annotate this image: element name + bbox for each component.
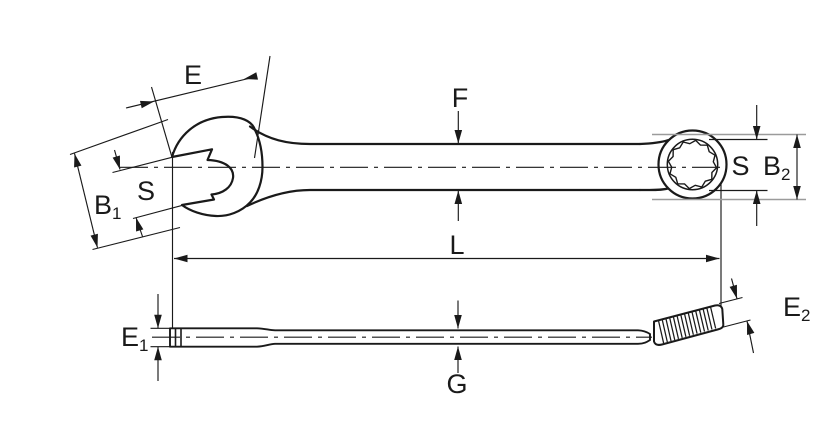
ring-neck-bottom: [638, 187, 670, 192]
arrowhead: [139, 100, 154, 109]
label-L: L: [449, 230, 464, 260]
ring-inner-circle: [666, 138, 719, 191]
knurl-line: [661, 319, 668, 343]
arrowhead: [174, 254, 188, 263]
ring-neck-top: [638, 139, 670, 146]
ring-12-point-profile: [667, 139, 718, 190]
arrowhead: [747, 321, 755, 336]
dim-B1-line: [73, 153, 99, 248]
knurl-line: [684, 314, 691, 336]
dim-S-open-extension-bottom: [132, 204, 183, 220]
dimension-labels: E F S B1 L S B2 E1 E2 G: [94, 60, 810, 399]
label-S-ring-end: S: [731, 151, 749, 181]
arrowhead: [706, 254, 720, 263]
label-B1: B1: [94, 190, 121, 223]
arrowhead: [136, 217, 144, 232]
arrowhead: [244, 72, 259, 80]
dim-E2-extension-top: [718, 296, 743, 305]
arrowhead: [454, 346, 462, 360]
dimension-arrowheads: [74, 72, 801, 361]
knurl-hatching: [657, 307, 717, 344]
dim-B1-extension-top: [69, 118, 169, 156]
label-E: E: [184, 60, 202, 90]
label-E2: E2: [783, 292, 810, 325]
arrowhead: [454, 190, 463, 204]
knurl-line: [669, 318, 676, 341]
arrowhead: [752, 126, 761, 140]
top-view: [120, 115, 728, 218]
arrowhead: [90, 233, 98, 248]
knurl-line: [676, 316, 683, 338]
knurl-line: [710, 307, 717, 329]
label-G: G: [446, 369, 467, 399]
arrowhead: [793, 186, 801, 200]
knurl-line: [680, 315, 687, 337]
knurl-line: [687, 313, 694, 335]
ring-outer-circle: [657, 129, 728, 200]
shaft-top-edge: [248, 125, 642, 146]
arrowhead: [793, 134, 801, 148]
dim-B1-extension-bottom: [92, 226, 181, 251]
bottom-view: [152, 304, 725, 348]
label-S-open-end: S: [137, 176, 155, 206]
knurl-line: [691, 312, 698, 334]
label-E1: E1: [121, 322, 148, 355]
label-B2: B2: [763, 151, 790, 184]
knurl-line: [706, 308, 713, 330]
arrowhead: [154, 346, 162, 361]
label-F: F: [452, 83, 469, 113]
dim-S-open-extension-top: [112, 156, 173, 174]
knurl-line: [672, 317, 680, 340]
arrowhead: [154, 314, 162, 329]
shaft-bottom-edge: [245, 188, 642, 208]
ring-head-side-view: [653, 304, 725, 346]
arrowhead: [112, 155, 120, 170]
knurl-line: [665, 319, 672, 342]
dim-E-extension-2: [253, 55, 271, 159]
arrowhead: [454, 315, 462, 329]
knurl-line: [698, 310, 706, 332]
knurl-line: [695, 311, 702, 333]
open-end-head-outline: [170, 115, 264, 218]
arrowhead: [74, 153, 82, 168]
arrowhead: [729, 284, 737, 299]
arrowhead: [752, 190, 761, 204]
dimensions: [69, 55, 806, 381]
arrowhead: [454, 130, 463, 144]
knurl-line: [702, 309, 709, 331]
dim-E2-extension-bottom: [723, 319, 751, 328]
knurl-line: [657, 320, 665, 344]
